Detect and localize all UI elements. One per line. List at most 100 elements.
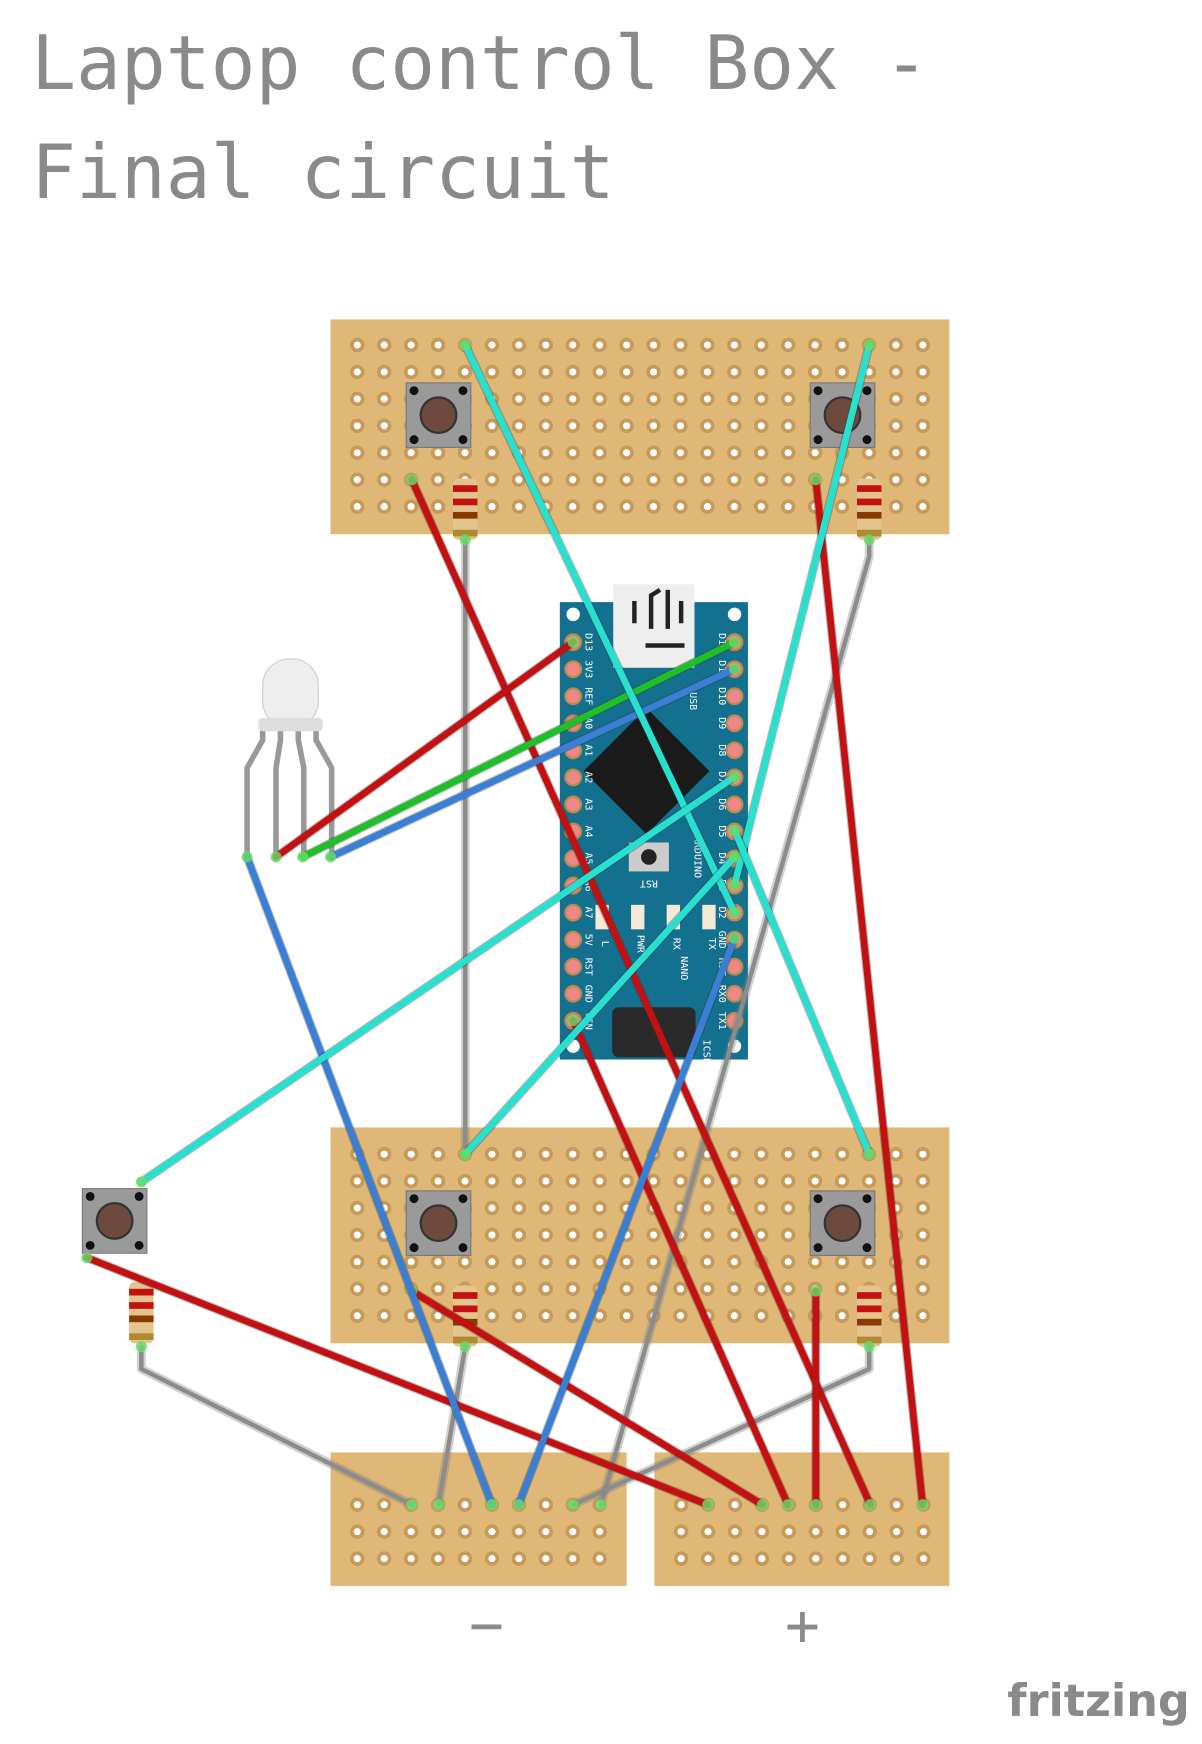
stripboard-hole-center xyxy=(623,1258,631,1266)
stripboard-hole-center xyxy=(703,422,711,430)
stripboard-hole-center xyxy=(919,1231,927,1239)
stripboard-hole-center xyxy=(892,1150,900,1158)
stripboard-hole-center xyxy=(380,1312,388,1320)
button-pin xyxy=(862,1194,872,1204)
stripboard-hole-center xyxy=(353,1231,361,1239)
arduino-pin xyxy=(564,795,583,814)
status-led-label: RX xyxy=(670,938,681,950)
wire-core xyxy=(461,853,738,1158)
status-led-label: TX xyxy=(706,938,717,950)
wire-gray xyxy=(595,534,875,1511)
stripboard-hole-center xyxy=(353,476,361,484)
stripboard-hole-center xyxy=(569,1312,577,1320)
wire-gray xyxy=(459,534,471,1160)
stripboard-hole-center xyxy=(380,368,388,376)
button-pin xyxy=(409,386,419,396)
stripboard-hole-center xyxy=(488,1204,496,1212)
button-pin xyxy=(85,1191,95,1201)
button-cap xyxy=(823,1204,862,1243)
wire-core xyxy=(812,476,926,1509)
stripboard-hole-center xyxy=(892,1177,900,1185)
stripboard-hole-center xyxy=(703,1258,711,1266)
stripboard-hole-center xyxy=(703,449,711,457)
arduino-pin xyxy=(564,984,583,1003)
pushbutton-external xyxy=(81,1188,148,1254)
stripboard-hole-center xyxy=(542,1258,550,1266)
wire-endpoint xyxy=(728,851,741,863)
stripboard-hole-center xyxy=(676,1177,685,1185)
stripboard-hole-center xyxy=(677,1555,685,1563)
led-base xyxy=(258,717,323,732)
stripboard-hole-center xyxy=(569,341,577,349)
stripboard-hole-center xyxy=(488,1555,496,1563)
wire-endpoint xyxy=(728,907,741,919)
stripboard-hole-center xyxy=(785,1555,793,1563)
stripboard-hole-center xyxy=(569,1177,577,1185)
arduino-pin-label: RX0 xyxy=(716,985,727,1003)
stripboard-hole-center xyxy=(730,1312,738,1320)
wire-endpoint xyxy=(917,1499,929,1511)
stripboard-hole-center xyxy=(542,1312,550,1320)
stripboard-hole-center xyxy=(488,1258,496,1266)
microcontroller-chip xyxy=(583,708,710,835)
board-label: NANO xyxy=(678,956,689,980)
stripboard-hole-center xyxy=(353,422,361,430)
stripboard-hole-center xyxy=(461,1501,469,1509)
resistor-external xyxy=(129,1282,154,1344)
stripboard-hole-center xyxy=(676,1312,685,1320)
stripboard-hole-center xyxy=(704,1528,712,1536)
button-pin xyxy=(862,1243,872,1253)
stripboard-hole-center xyxy=(730,395,738,403)
resistor-band xyxy=(452,1305,478,1313)
resistor-body xyxy=(452,1285,478,1347)
stripboard-hole-center xyxy=(838,1312,846,1320)
pushbutton-middle-left xyxy=(405,1190,472,1256)
stripboard-hole-center xyxy=(488,1231,496,1239)
button-cap xyxy=(419,1204,458,1243)
wire-endpoint xyxy=(863,339,875,351)
status-led-label: PWR xyxy=(635,935,646,954)
resistor-middle-right xyxy=(856,1285,882,1347)
stripboard-hole-center xyxy=(353,503,361,511)
stripboard-hole-center xyxy=(703,476,711,484)
stripboard-hole-center xyxy=(838,368,846,376)
resistor-band xyxy=(129,1333,154,1340)
button-cap xyxy=(95,1201,134,1240)
stripboard-hole-center xyxy=(488,503,496,511)
wire-endpoint xyxy=(756,1499,768,1511)
stripboard-hole-center xyxy=(703,1204,711,1212)
stripboard-hole-center xyxy=(919,1555,928,1563)
arduino-pin-label: D11 xyxy=(716,660,727,678)
stripboard-hole-center xyxy=(919,1177,927,1185)
stripboard-hole-center xyxy=(434,449,442,457)
stripboard-hole-center xyxy=(919,503,927,511)
stripboard-hole-center xyxy=(353,1258,361,1266)
stripboard-hole-center xyxy=(649,476,658,484)
arduino-pin xyxy=(564,660,583,679)
wire-blue xyxy=(241,851,498,1511)
wire-endpoint xyxy=(728,932,741,944)
stripboard-hole-center xyxy=(730,1150,738,1158)
stripboard-hole-center xyxy=(434,1555,442,1563)
stripboard-hole-center xyxy=(488,1177,496,1185)
resistor-band xyxy=(452,511,478,519)
stripboard-hole-center xyxy=(784,395,792,403)
wire-core xyxy=(731,341,873,889)
stripboard-hole-center xyxy=(757,1285,765,1293)
wire-endpoint xyxy=(135,1176,147,1188)
stripboard-hole-center xyxy=(542,476,550,484)
arduino-pin xyxy=(725,741,744,760)
button-pin xyxy=(409,1243,419,1253)
stripboard-hole-center xyxy=(703,395,711,403)
arduino-pin-label: GND xyxy=(716,931,727,949)
stripboard-hole-center xyxy=(542,368,550,376)
wire-core xyxy=(243,853,496,1509)
wire-cyan xyxy=(728,824,875,1160)
stripboard-hole-center xyxy=(353,1285,361,1293)
stripboard-hole-center xyxy=(676,476,685,484)
resistor-band xyxy=(856,1292,882,1299)
stripboard-hole-center xyxy=(596,1231,604,1239)
stripboard-hole-center xyxy=(919,476,927,484)
stripboard-hole-center xyxy=(569,1555,577,1563)
